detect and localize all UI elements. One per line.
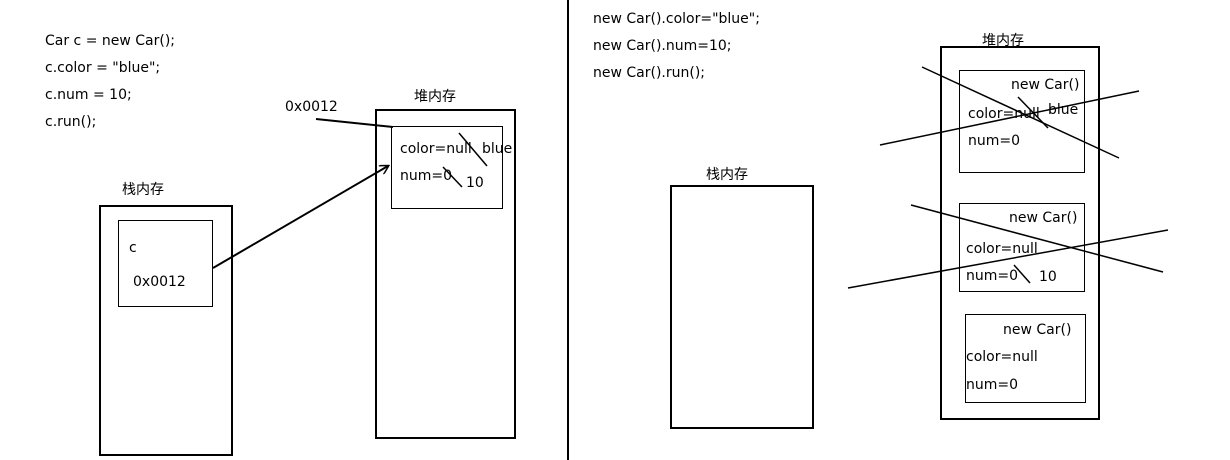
object-3-color: color=null xyxy=(966,349,1038,365)
heap-object-3 xyxy=(965,314,1086,403)
code-line-3: c.num = 10; xyxy=(45,87,132,103)
heap-object-num: num=0 xyxy=(400,168,453,184)
panel-divider xyxy=(567,0,569,460)
code-line-1: new Car().color="blue"; xyxy=(593,11,760,27)
reference-arrow xyxy=(212,166,388,269)
code-line-2: c.color = "blue"; xyxy=(45,60,161,76)
heap-memory-label: 堆内存 xyxy=(982,33,1024,49)
stack-variable-value: 0x0012 xyxy=(133,274,186,290)
code-line-4: c.run(); xyxy=(45,114,97,130)
stack-memory-box xyxy=(670,185,814,429)
heap-memory-label: 堆内存 xyxy=(414,89,456,105)
heap-object-color: color=null xyxy=(400,141,472,157)
heap-object-color-new: blue xyxy=(482,141,513,157)
stack-variable-box xyxy=(118,220,213,307)
code-line-3: new Car().run(); xyxy=(593,65,706,81)
heap-object-num-new: 10 xyxy=(466,175,484,191)
heap-memory-box xyxy=(375,109,516,439)
object-3-title: new Car() xyxy=(1003,322,1072,338)
object-2-num-new: 10 xyxy=(1039,269,1057,285)
heap-address-label: 0x0012 xyxy=(285,99,338,115)
stack-memory-label: 栈内存 xyxy=(706,167,748,183)
object-1-color-new: blue xyxy=(1048,102,1079,118)
stack-variable-name: c xyxy=(129,240,137,256)
stack-memory-box xyxy=(99,205,233,456)
object-2-color: color=null xyxy=(966,241,1038,257)
stack-memory-label: 栈内存 xyxy=(122,182,164,198)
object-1-color: color=null xyxy=(968,106,1040,122)
heap-object-box xyxy=(391,126,503,209)
code-line-1: Car c = new Car(); xyxy=(45,33,176,49)
object-3-num: num=0 xyxy=(966,377,1019,393)
object-2-num: num=0 xyxy=(966,268,1019,284)
code-line-2: new Car().num=10; xyxy=(593,38,732,54)
object-1-num: num=0 xyxy=(968,133,1021,149)
object-2-title: new Car() xyxy=(1009,210,1078,226)
object-1-title: new Car() xyxy=(1011,77,1080,93)
